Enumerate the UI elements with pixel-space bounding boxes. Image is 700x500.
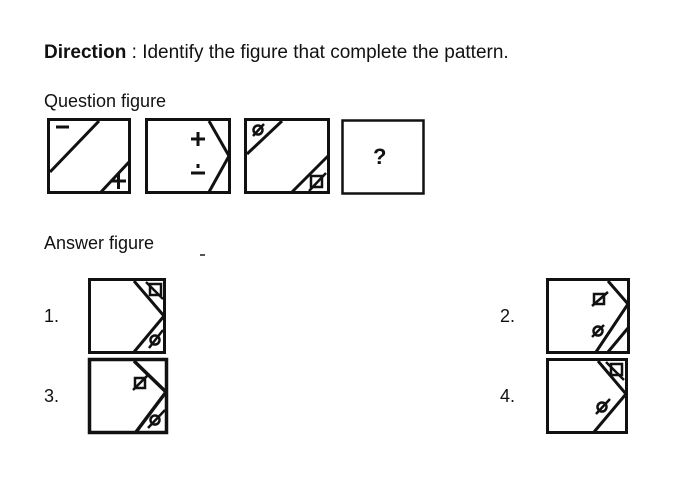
circle-symbol xyxy=(595,398,611,415)
question-figure-4 xyxy=(341,119,425,195)
option-4-figure[interactable] xyxy=(546,358,628,434)
plus-symbol xyxy=(191,132,205,146)
circle-symbol xyxy=(591,324,605,338)
circle-symbol xyxy=(147,409,166,429)
square-symbol xyxy=(591,291,609,307)
divide-symbol xyxy=(191,164,205,175)
direction-separator: : xyxy=(126,42,143,63)
question-figure-1 xyxy=(47,118,131,194)
question-figure-label: Question figure xyxy=(44,91,167,111)
plus-symbol xyxy=(111,173,126,189)
stray-mark xyxy=(200,254,205,256)
answer-figure-label: Answer figure xyxy=(44,233,155,253)
question-figure-3 xyxy=(244,118,330,194)
direction-instruction: Identify the figure that complete the pa… xyxy=(142,42,509,63)
option-2-number[interactable]: 2. xyxy=(500,306,516,326)
option-3-figure[interactable] xyxy=(87,357,169,435)
square-symbol xyxy=(605,361,625,381)
square-symbol xyxy=(132,374,149,391)
circle-symbol xyxy=(252,123,265,137)
direction-text: Direction : Identify the figure that com… xyxy=(44,42,509,64)
square-symbol xyxy=(145,281,164,300)
question-figure-2 xyxy=(145,118,231,194)
square-symbol xyxy=(308,172,327,192)
circle-symbol xyxy=(148,329,164,349)
option-1-figure[interactable] xyxy=(88,278,166,354)
option-4-number[interactable]: 4. xyxy=(500,386,516,406)
direction-label: Direction xyxy=(44,42,127,63)
option-1-number[interactable]: 1. xyxy=(44,306,60,326)
option-2-figure[interactable] xyxy=(546,278,630,354)
option-3-number[interactable]: 3. xyxy=(44,386,60,406)
question-mark: ? xyxy=(373,144,387,169)
